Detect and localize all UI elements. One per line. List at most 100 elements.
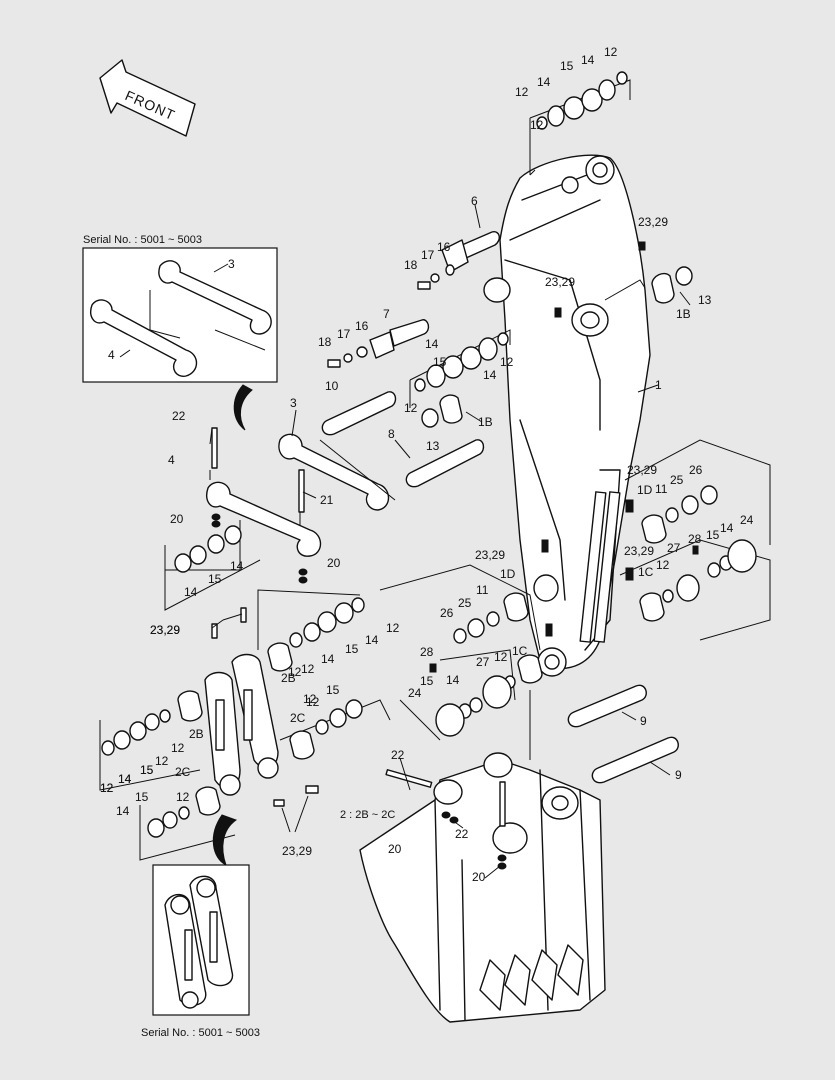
callout-label: 12 [515, 85, 529, 99]
bucket [359, 752, 606, 1023]
callout-label: 15 [420, 674, 434, 688]
callout-label: 15 [135, 790, 149, 804]
callout-label: 12 [656, 558, 670, 572]
callout-label: 23,29 [627, 463, 657, 477]
callout-label: 15 [208, 572, 222, 586]
callout-label: 10 [325, 379, 339, 393]
callout-label: 24 [740, 513, 754, 527]
callout-label: 23,29 [624, 544, 654, 558]
callout-label: 18 [318, 335, 332, 349]
callout-label: 22 [391, 748, 405, 762]
callout-label: 14 [537, 75, 551, 89]
boom-part-1 [483, 154, 651, 677]
callout-label: 18 [404, 258, 418, 272]
callout-label: 16 [437, 240, 451, 254]
callout-label: 15 [706, 528, 720, 542]
callout-label: 12 [494, 650, 508, 664]
callout-label: 28 [420, 645, 434, 659]
callout-label: 20 [327, 556, 341, 570]
callout-label: 1B [676, 307, 691, 321]
callout-label: 3 [228, 257, 235, 271]
callout-label: 23,29 [545, 275, 575, 289]
callout-label: 15 [560, 59, 574, 73]
callout-label: 14 [365, 633, 379, 647]
callout-label: 26 [689, 463, 703, 477]
callout-label: 12 [604, 45, 618, 59]
callout-label: 15 [326, 683, 340, 697]
callout-label: 15 [433, 355, 447, 369]
callout-label: 1 [655, 378, 662, 392]
callout-label: 17 [421, 248, 435, 262]
lower-washer-stack [139, 786, 236, 861]
callout-label: 9 [675, 768, 682, 782]
right-boss-group [619, 439, 771, 641]
pin-7-assembly [327, 319, 430, 368]
callout-label: 12 [386, 621, 400, 635]
callout-label: 14 [720, 521, 734, 535]
callout-label: 23,29 [638, 215, 668, 229]
right-lower-washer-stack [279, 699, 391, 760]
callout-label: 25 [670, 473, 684, 487]
center-boss-group [379, 539, 553, 737]
callout-label: 23,29 [282, 844, 312, 858]
front-arrow: FRONT [99, 59, 196, 137]
callout-label: 14 [321, 652, 335, 666]
pins-9 [399, 684, 679, 784]
bucket-link-2 [204, 607, 319, 807]
callout-label: 2B [189, 727, 204, 741]
callout-label: 14 [118, 772, 132, 786]
callout-label: 16 [355, 319, 369, 333]
pin-6-assembly [417, 231, 500, 290]
callout-label: 1D [500, 567, 516, 581]
links-3-4 [165, 427, 396, 571]
callout-label: 12 [155, 754, 169, 768]
callout-label: 1D [637, 483, 653, 497]
callout-label: 12 [303, 692, 317, 706]
callout-label: 14 [483, 368, 497, 382]
callout-label: 12 [176, 790, 190, 804]
nuts-20 [211, 513, 308, 584]
callout-label: 17 [337, 327, 351, 341]
serial-note-bottom: Serial No. : 5001 ~ 5003 [141, 1027, 260, 1039]
callout-label: 12 [171, 741, 185, 755]
callout-label: 2B [281, 671, 296, 685]
callout-label: 6 [471, 194, 478, 208]
right-bushing-1b [554, 241, 693, 318]
callout-label: 12 [404, 401, 418, 415]
callout-label: 14 [425, 337, 439, 351]
callout-label: 12 [100, 781, 114, 795]
callout-label: 12 [530, 118, 544, 132]
callout-label: 23,29 [475, 548, 505, 562]
callout-label: 14 [581, 53, 595, 67]
callout-label: 13 [698, 293, 712, 307]
callout-label: 15 [140, 763, 154, 777]
callout-label: 14 [230, 559, 244, 573]
callout-label: 20 [170, 512, 184, 526]
callout-label: 14 [118, 772, 132, 786]
callout-label: 12 [306, 695, 320, 709]
serial-note-top: Serial No. : 5001 ~ 5003 [83, 234, 202, 246]
callout-label: 1C [512, 644, 528, 658]
callout-label: 13 [426, 439, 440, 453]
callout-label: 15 [140, 763, 154, 777]
callout-label: 14 [184, 585, 198, 599]
note-2b-2c: 2 : 2B ~ 2C [340, 809, 395, 821]
callout-label: 12 [500, 355, 514, 369]
callout-label: 3 [290, 396, 297, 410]
callout-label: 22 [172, 409, 186, 423]
callout-label: 14 [116, 804, 130, 818]
callout-label: 23,29 [150, 623, 180, 637]
callout-label: 14 [446, 673, 460, 687]
callout-label: 23,29 [150, 623, 180, 637]
callout-label: 2C [290, 711, 306, 725]
callout-label: 24 [408, 686, 422, 700]
callout-label: 20 [472, 870, 486, 884]
pins-10-8 [321, 391, 485, 488]
center-washer-stack [257, 589, 365, 672]
arrow-curve-top [233, 384, 253, 431]
leader-lines [119, 204, 691, 879]
left-washer-stack [164, 525, 261, 611]
callout-label: 12 [288, 665, 302, 679]
top-washer-stack [529, 71, 631, 176]
